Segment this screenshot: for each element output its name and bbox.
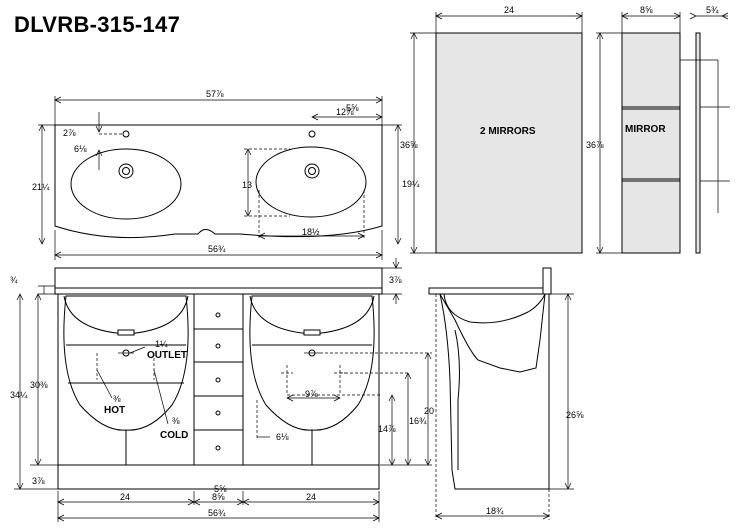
page-title: DLVRB-315-147 <box>14 12 181 37</box>
floor-to-outlet: 20 <box>424 406 434 416</box>
side-view: 18¾ 26⅝ <box>428 267 584 520</box>
total-height: 34¼ <box>10 390 28 400</box>
mirror-cabinet <box>621 32 681 254</box>
mirror-side-view: 8⅝ MIRROR 36⅞ 5¾ <box>586 5 730 254</box>
cold-size: ⅜ <box>172 416 180 426</box>
top-view: 57⅞ 2⅞ 6⅛ 5⅝ 12⅞ 13 1 <box>32 89 420 260</box>
outlet-label: OUTLET <box>147 350 187 361</box>
mirror-panel <box>435 32 583 254</box>
sink-width: 18½ <box>302 227 320 237</box>
top-right-depth: 19¼ <box>402 179 420 189</box>
supply-spacing: 9⅞ <box>305 389 318 399</box>
side-height: 26⅝ <box>566 410 584 420</box>
mirror-depth: 8⅝ <box>640 5 653 15</box>
faucet-offset-x: 2⅞ <box>63 128 76 138</box>
right-door-oval <box>249 295 375 431</box>
top-left-depth: 21¼ <box>32 182 50 192</box>
mirror-thin-profile <box>695 32 701 254</box>
countertop-outline <box>54 124 383 239</box>
left-door-oval <box>63 295 189 431</box>
top-overall-width: 57⅞ <box>206 89 224 99</box>
side-basin <box>443 293 546 324</box>
side-depth: 18¾ <box>486 506 504 516</box>
front-cabinet <box>57 293 380 466</box>
side-cabinet <box>439 293 550 490</box>
side-countertop <box>428 287 552 295</box>
right-faucet-x-top: 5⅝ <box>346 103 359 113</box>
mirror-front-view: 24 2 MIRRORS 36⅝ <box>400 5 583 254</box>
top-lower-width: 56¾ <box>208 244 226 254</box>
center-width-top: 5⅝ <box>214 484 227 494</box>
overall-bottom-width: 56¾ <box>208 508 226 518</box>
mirror-front-label: 2 MIRRORS <box>480 126 536 137</box>
hot-size: ⅜ <box>113 394 121 404</box>
top-overhang: ¾ <box>10 275 18 285</box>
cold-label: COLD <box>160 430 188 441</box>
mirror-thickness: 5¾ <box>706 5 719 15</box>
center-width: 8⅝ <box>212 492 225 502</box>
right-width: 24 <box>306 492 316 502</box>
front-countertop <box>54 267 383 289</box>
mirror-height-left: 36⅝ <box>400 140 418 150</box>
front-view: OUTLET 1¼ HOT ⅜ COLD ⅜ 9⅞ 14⅞ 16¾ 20 <box>10 258 434 522</box>
mirror-height-right: 36⅞ <box>586 140 604 150</box>
right-sink-top <box>255 146 367 218</box>
right-faucet-x: 12⅞ <box>336 107 354 117</box>
hot-label: HOT <box>104 405 125 416</box>
toe-kick-height: 3⅞ <box>32 476 45 486</box>
center-drawers <box>194 312 243 451</box>
cabinet-height: 30⅜ <box>30 380 48 390</box>
mirror-side-label: MIRROR <box>625 124 666 135</box>
drain-low: 14⅞ <box>378 424 396 434</box>
faucet-offset-y: 6⅛ <box>74 144 87 154</box>
outlet-size: 1¼ <box>155 339 168 349</box>
top-thickness: 3⅞ <box>389 275 402 285</box>
side-offset: 6⅛ <box>276 432 289 442</box>
drain-high: 16¾ <box>409 416 427 426</box>
mirror-width: 24 <box>504 5 514 15</box>
sink-height: 13 <box>242 180 252 190</box>
left-width: 24 <box>120 492 130 502</box>
toe-kick <box>57 464 380 490</box>
left-sink-top <box>70 148 182 220</box>
